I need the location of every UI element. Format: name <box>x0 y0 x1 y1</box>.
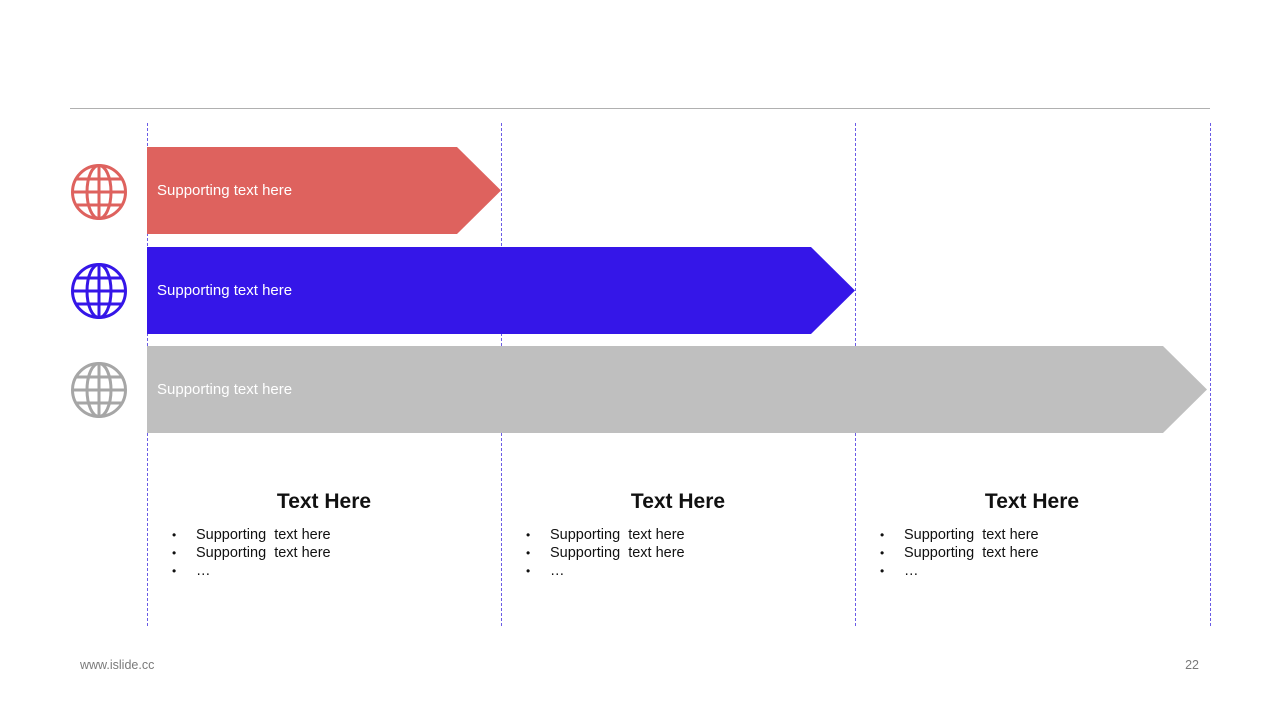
list-item: •… <box>526 563 565 579</box>
column-title: Text Here <box>276 490 372 513</box>
list-item: •Supporting text here <box>526 545 685 561</box>
list-item: •Supporting text here <box>526 527 685 543</box>
list-item: •Supporting text here <box>880 527 1039 543</box>
top-divider <box>70 108 1210 109</box>
list-item: •… <box>880 563 919 579</box>
globe-icon <box>70 163 128 221</box>
phase-column-3: Text Here •Supporting text here •Support… <box>855 488 1209 580</box>
bullet-list: •Supporting text here •Supporting text h… <box>855 526 1209 580</box>
bullet-icon: • <box>880 546 885 560</box>
bullet-icon: • <box>172 564 177 578</box>
bullet-icon: • <box>526 564 531 578</box>
column-title: Text Here <box>984 490 1080 513</box>
bullet-icon: • <box>880 528 885 542</box>
arrow-label: Supporting text here <box>157 282 293 299</box>
bullet-icon: • <box>172 528 177 542</box>
bullet-icon: • <box>172 546 177 560</box>
bullet-icon: • <box>526 528 531 542</box>
bullet-icon: • <box>880 564 885 578</box>
arrow-label: Supporting text here <box>157 182 293 199</box>
globe-icon <box>70 361 128 419</box>
list-item: •Supporting text here <box>172 527 331 543</box>
bullet-icon: • <box>526 546 531 560</box>
arrow-label: Supporting text here <box>157 381 293 398</box>
bullet-list: •Supporting text here •Supporting text h… <box>147 526 501 580</box>
globe-icon <box>70 262 128 320</box>
page-number: 22 <box>1185 658 1199 672</box>
list-item: •Supporting text here <box>880 545 1039 561</box>
list-item: •Supporting text here <box>172 545 331 561</box>
phase-column-1: Text Here •Supporting text here •Support… <box>147 488 501 580</box>
footer-website: www.islide.cc <box>80 658 155 672</box>
phase-column-2: Text Here •Supporting text here •Support… <box>501 488 855 580</box>
column-title: Text Here <box>630 490 726 513</box>
bullet-list: •Supporting text here •Supporting text h… <box>501 526 855 580</box>
guide-line <box>1210 123 1211 626</box>
list-item: •… <box>172 563 211 579</box>
